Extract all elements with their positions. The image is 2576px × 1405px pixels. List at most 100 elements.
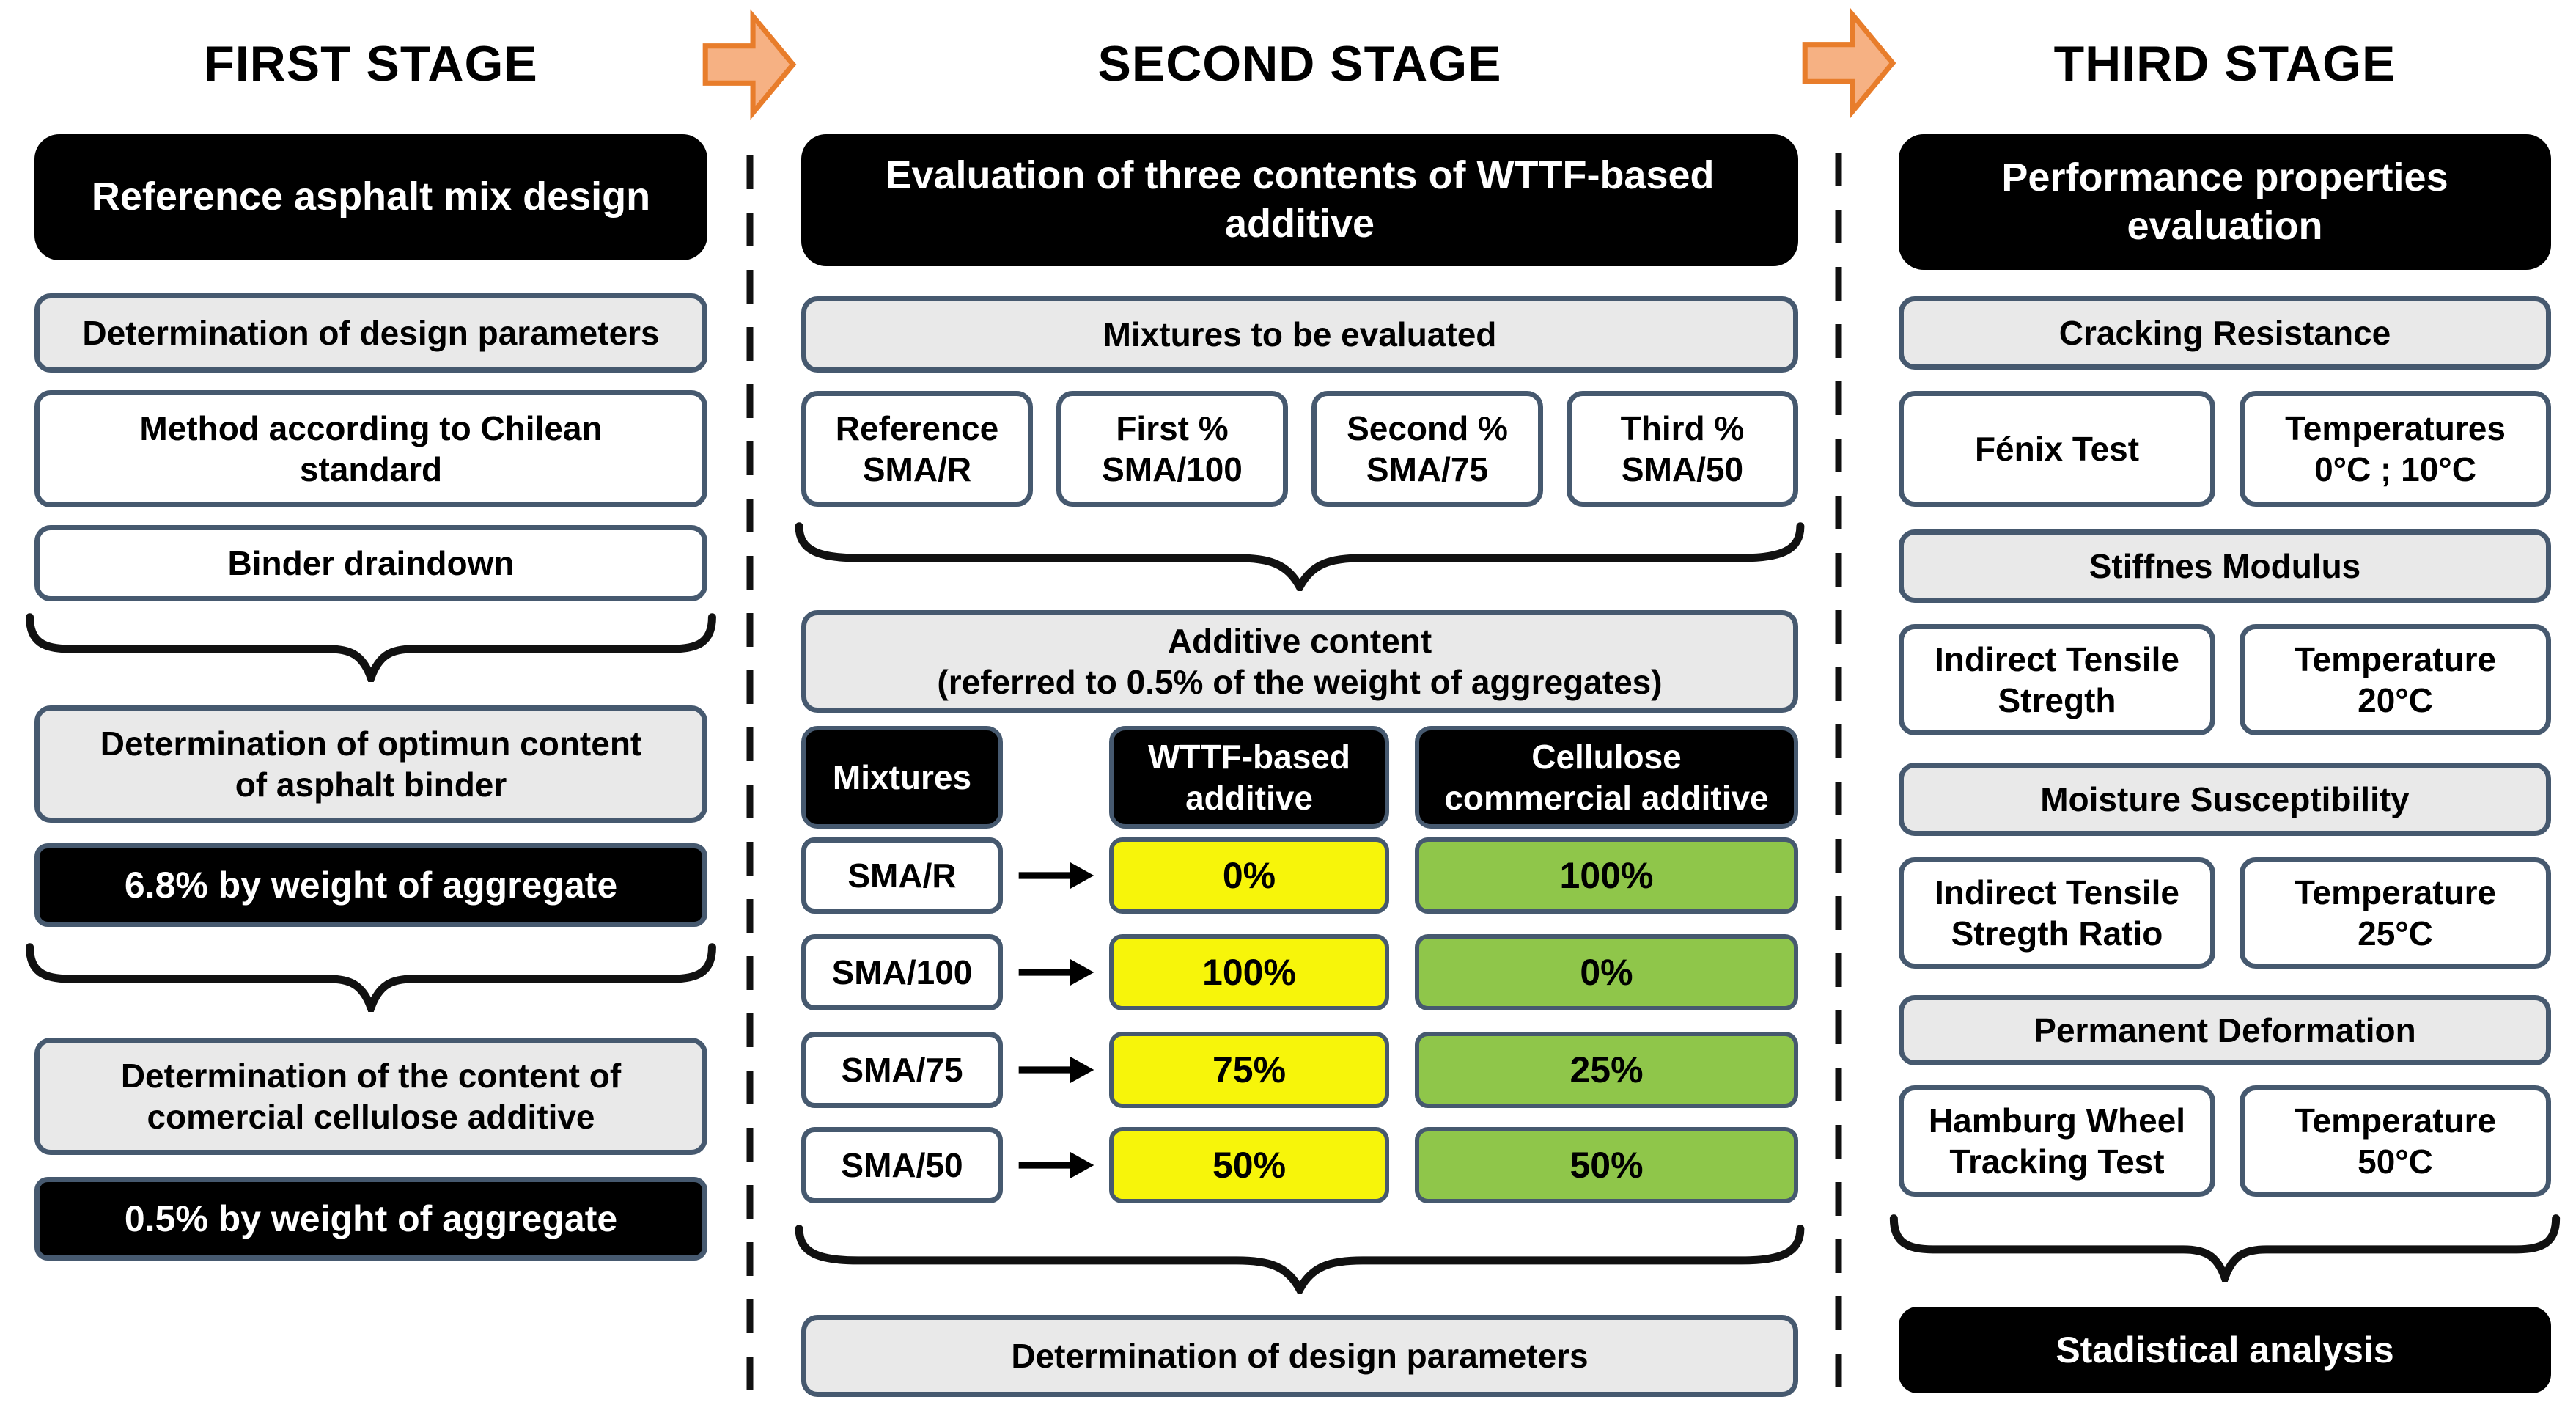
mixture-ref-line1: Reference bbox=[835, 408, 999, 447]
deformation-temp-line1: Temperature bbox=[2294, 1101, 2497, 1140]
stage2-to-stage3-arrow-icon bbox=[1802, 7, 1896, 119]
table-row-smar-wttf: 0% bbox=[1109, 837, 1389, 914]
row-smar-mixture: SMA/R bbox=[847, 856, 957, 895]
stage2-mixture-box-reference: Reference SMA/R bbox=[801, 391, 1033, 507]
mixture-first-line2: SMA/100 bbox=[1102, 450, 1243, 488]
table-header-cellulose: Cellulose commercial additive bbox=[1415, 726, 1798, 829]
stage1-design-parameters-label: Determination of design parameters bbox=[82, 313, 660, 352]
stage1-header-label: Reference asphalt mix design bbox=[91, 175, 651, 219]
table-header-mixtures-label: Mixtures bbox=[832, 757, 972, 796]
table-row-sma50-wttf: 50% bbox=[1109, 1127, 1389, 1203]
stage3-stiffness-header: Stiffnes Modulus bbox=[1899, 529, 2551, 603]
mixture-first-line1: First % bbox=[1116, 408, 1229, 447]
table-header-cellulose-line2: commercial additive bbox=[1444, 779, 1769, 817]
stage3-stiffness-label: Stiffnes Modulus bbox=[2089, 546, 2361, 585]
row-smar-cellulose-value: 100% bbox=[1559, 854, 1654, 896]
stage1-cellulose-line2: comercial cellulose additive bbox=[147, 1098, 595, 1136]
table-row-sma50-cellulose: 50% bbox=[1415, 1127, 1798, 1203]
cracking-temp-line2: 0°C ; 10°C bbox=[2314, 450, 2476, 488]
table-header-cellulose-line1: Cellulose bbox=[1531, 737, 1682, 776]
stage1-title: FIRST STAGE bbox=[204, 36, 538, 92]
stage1-header-box: Reference asphalt mix design bbox=[34, 134, 707, 260]
stage2-column: Evaluation of three contents of WTTF-bas… bbox=[801, 0, 1798, 1405]
table-row-smar-cellulose: 100% bbox=[1415, 837, 1798, 914]
stiffness-temp-line2: 20°C bbox=[2358, 681, 2433, 719]
right-arrow-icon bbox=[1018, 862, 1094, 889]
stage1-design-parameters-box: Determination of design parameters bbox=[34, 293, 707, 373]
table-row-sma100-label: SMA/100 bbox=[801, 934, 1003, 1010]
stage3-column: Performance properties evaluation Cracki… bbox=[1899, 0, 2551, 1405]
stage3-cracking-label: Cracking Resistance bbox=[2058, 313, 2391, 352]
stage3-stiffness-temp-box: Temperature 20°C bbox=[2240, 624, 2551, 735]
table-row-smar-label: SMA/R bbox=[801, 837, 1003, 914]
row-sma50-mixture: SMA/50 bbox=[841, 1145, 963, 1184]
stage1-optimum-value-box: 6.8% by weight of aggregate bbox=[34, 843, 707, 927]
stage1-draindown-box: Binder draindown bbox=[34, 525, 707, 601]
stage3-cracking-temp-box: Temperatures 0°C ; 10°C bbox=[2240, 391, 2551, 507]
table-row-sma50-label: SMA/50 bbox=[801, 1127, 1003, 1203]
stage3-header-line2: evaluation bbox=[2127, 203, 2323, 248]
stage2-mixture-box-first: First % SMA/100 bbox=[1056, 391, 1288, 507]
stage2-brace-2 bbox=[791, 1222, 1808, 1294]
mixture-third-line1: Third % bbox=[1620, 408, 1745, 447]
stage3-title: THIRD STAGE bbox=[2053, 36, 2396, 92]
stage1-method-line1: Method according to Chilean bbox=[139, 408, 603, 447]
stage2-brace-1 bbox=[791, 519, 1808, 591]
row-sma50-cellulose-value: 50% bbox=[1569, 1144, 1644, 1186]
stage3-brace bbox=[1888, 1211, 2561, 1282]
stage3-moisture-label: Moisture Susceptibility bbox=[2040, 779, 2410, 818]
stage2-mixtures-header-box: Mixtures to be evaluated bbox=[801, 296, 1798, 373]
stage2-mixtures-header-label: Mixtures to be evaluated bbox=[1103, 315, 1497, 353]
table-header-wttf: WTTF-based additive bbox=[1109, 726, 1389, 829]
stage2-header-box: Evaluation of three contents of WTTF-bas… bbox=[801, 134, 1798, 266]
stage1-optimum-line1: Determination of optimun content bbox=[100, 724, 642, 763]
stage2-header-line2: additive bbox=[1224, 202, 1375, 246]
stage1-to-stage2-arrow-icon bbox=[702, 9, 797, 120]
stage3-deformation-temp-box: Temperature 50°C bbox=[2240, 1085, 2551, 1197]
stage2-additive-content-box: Additive content (referred to 0.5% of th… bbox=[801, 610, 1798, 713]
itsr-line1: Indirect Tensile bbox=[1934, 873, 2180, 911]
row-sma100-cellulose-value: 0% bbox=[1580, 951, 1633, 993]
stage3-header-line1: Performance properties bbox=[2001, 155, 2448, 199]
mixture-ref-line2: SMA/R bbox=[862, 450, 972, 488]
table-header-wttf-line1: WTTF-based bbox=[1148, 737, 1350, 776]
stage3-its-box: Indirect Tensile Stregth bbox=[1899, 624, 2215, 735]
stiffness-temp-line1: Temperature bbox=[2294, 639, 2497, 678]
stage2-title: SECOND STAGE bbox=[1097, 36, 1502, 92]
stage3-moisture-temp-box: Temperature 25°C bbox=[2240, 857, 2551, 969]
cracking-temp-line1: Temperatures bbox=[2285, 408, 2506, 447]
table-row-sma75-cellulose: 25% bbox=[1415, 1032, 1798, 1108]
row-sma75-wttf-value: 75% bbox=[1212, 1049, 1287, 1090]
its-line2: Stregth bbox=[1998, 681, 2116, 719]
divider-dashed-line-2 bbox=[1835, 153, 1842, 1405]
stage3-moisture-header: Moisture Susceptibility bbox=[1899, 763, 2551, 836]
table-row-sma75-label: SMA/75 bbox=[801, 1032, 1003, 1108]
stage1-brace-1 bbox=[24, 610, 718, 682]
hamburg-line2: Tracking Test bbox=[1949, 1142, 2165, 1181]
stage1-column: Reference asphalt mix design Determinati… bbox=[34, 0, 707, 1405]
row-sma75-cellulose-value: 25% bbox=[1569, 1049, 1644, 1090]
table-row-sma100-wttf: 100% bbox=[1109, 934, 1389, 1010]
stage3-hamburg-box: Hamburg Wheel Tracking Test bbox=[1899, 1085, 2215, 1197]
stage1-method-box: Method according to Chilean standard bbox=[34, 390, 707, 507]
stage1-method-line2: standard bbox=[299, 450, 443, 488]
right-arrow-icon bbox=[1018, 958, 1094, 986]
moisture-temp-line2: 25°C bbox=[2358, 914, 2433, 953]
stage2-additive-line1: Additive content bbox=[1167, 621, 1432, 660]
deformation-temp-line2: 50°C bbox=[2358, 1142, 2433, 1181]
mixture-second-line2: SMA/75 bbox=[1366, 450, 1489, 488]
table-header-wttf-line2: additive bbox=[1185, 779, 1313, 817]
stage2-header-line1: Evaluation of three contents of WTTF-bas… bbox=[885, 153, 1715, 198]
mixture-third-line2: SMA/50 bbox=[1621, 450, 1744, 488]
stage3-header-box: Performance properties evaluation bbox=[1899, 134, 2551, 270]
stage3-deformation-label: Permanent Deformation bbox=[2034, 1010, 2416, 1049]
stage2-additive-line2: (referred to 0.5% of the weight of aggre… bbox=[937, 663, 1663, 701]
stage2-footer-label: Determination of design parameters bbox=[1011, 1336, 1589, 1375]
row-sma100-mixture: SMA/100 bbox=[831, 953, 973, 991]
table-row-sma100-cellulose: 0% bbox=[1415, 934, 1798, 1010]
fenix-test-line1: Fénix Test bbox=[1974, 429, 2140, 468]
moisture-temp-line1: Temperature bbox=[2294, 873, 2497, 911]
stage2-footer-box: Determination of design parameters bbox=[801, 1315, 1798, 1397]
hamburg-line1: Hamburg Wheel bbox=[1928, 1101, 2186, 1140]
